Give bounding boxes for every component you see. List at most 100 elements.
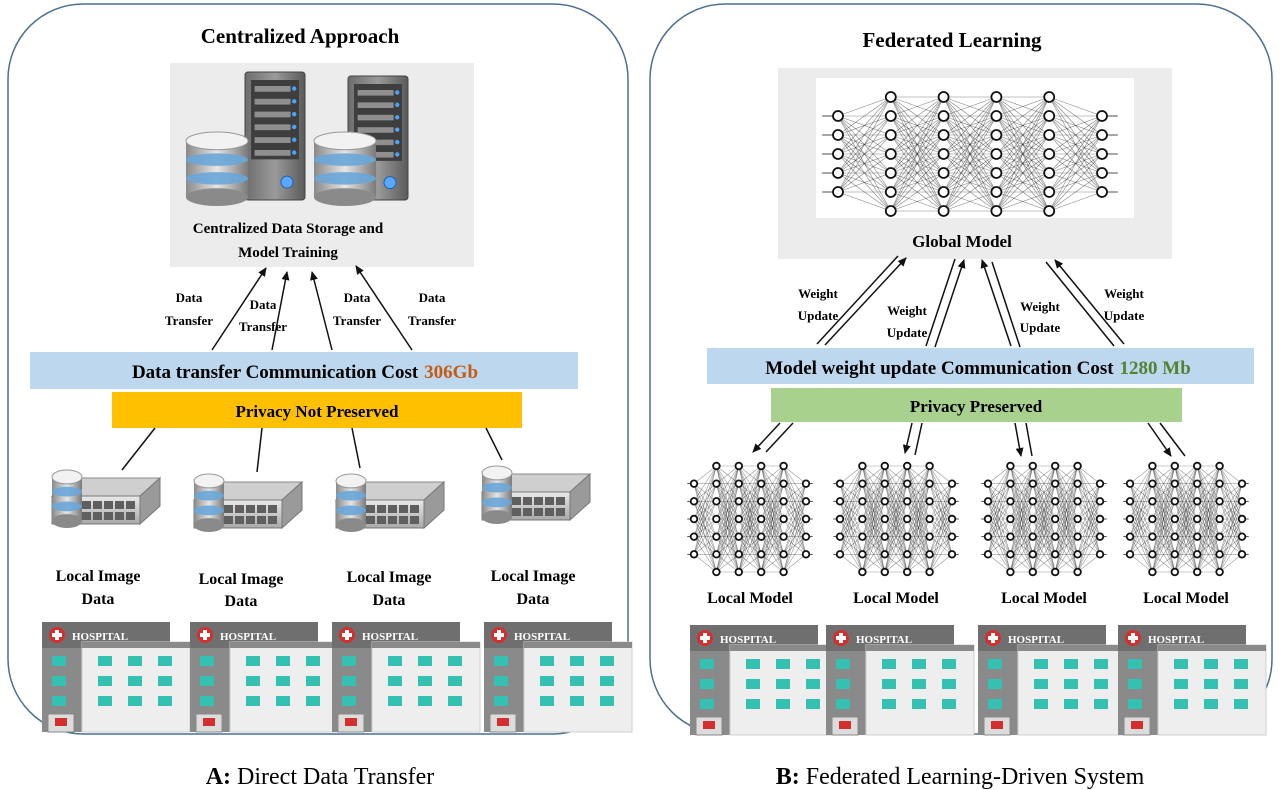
nn-edge	[1219, 518, 1243, 555]
nn-edge	[716, 483, 740, 555]
local-image-label: Data	[225, 593, 258, 610]
cross-h	[1128, 636, 1138, 640]
nn-edge	[1010, 518, 1033, 537]
db-bottom	[314, 188, 376, 206]
nn-edge	[693, 483, 717, 537]
panel-b: Federated Learning Global Model Weight U…	[649, 3, 1273, 790]
nn-edge	[1032, 536, 1056, 555]
nn-edge	[1152, 518, 1176, 573]
neural-network-icon	[1123, 461, 1249, 577]
server-tower-icon	[244, 71, 306, 201]
window	[988, 659, 1002, 669]
window	[1064, 659, 1078, 669]
nn-node	[689, 550, 699, 559]
nn-edge	[1054, 483, 1078, 537]
nn-edge	[716, 518, 740, 555]
nn-edge	[1010, 465, 1034, 555]
nn-edge	[1010, 518, 1034, 573]
nn-edge	[987, 465, 1011, 484]
nn-edge	[783, 518, 807, 537]
site-links-a	[121, 427, 503, 473]
window	[942, 659, 956, 669]
nn-edge	[716, 554, 739, 573]
nn-edge	[862, 465, 886, 555]
nn-edge	[996, 134, 1050, 212]
nn-node	[1125, 532, 1135, 541]
nn-edge	[906, 465, 930, 555]
nn-edge	[693, 501, 717, 537]
nn-edge	[906, 483, 930, 537]
nn-edge	[1054, 501, 1078, 537]
nn-edge	[929, 536, 953, 555]
nn-edge	[1054, 465, 1078, 555]
nn-edge	[1129, 465, 1153, 502]
rack-bay	[366, 516, 375, 524]
nn-node	[1050, 479, 1060, 488]
nn-edge	[1129, 483, 1153, 520]
nn-edge	[783, 465, 807, 502]
nn-edge	[1010, 501, 1034, 537]
nn-edge	[907, 518, 930, 537]
nn-edge	[884, 501, 908, 573]
transfer-label: Data	[344, 290, 371, 305]
nn-edge	[1129, 501, 1153, 520]
nn-edge	[906, 483, 930, 520]
drive-bay	[357, 102, 394, 108]
nn-edge	[884, 518, 908, 573]
nn-node	[1215, 514, 1224, 524]
nn-edge	[1049, 96, 1103, 117]
nn-edge	[862, 465, 886, 537]
nn-edge	[1129, 483, 1153, 537]
hospital-main	[81, 641, 191, 733]
window	[570, 676, 584, 686]
nn-edge	[929, 465, 953, 520]
rack-bay	[556, 508, 565, 516]
nn-edge	[987, 501, 1011, 555]
local-update-arrows	[752, 422, 1186, 457]
nn-node	[832, 129, 844, 141]
nn-edge	[906, 536, 930, 573]
db-band	[52, 501, 82, 512]
nn-edge	[907, 536, 930, 555]
nn-edge	[783, 518, 807, 573]
nn-node	[757, 497, 766, 506]
nn-edge	[884, 554, 908, 573]
nn-edge	[1077, 501, 1101, 555]
nn-edge	[1077, 501, 1101, 555]
nn-edge	[1174, 554, 1198, 573]
nn-edge	[783, 465, 807, 520]
nn-edge	[1054, 465, 1078, 520]
nn-edge	[906, 518, 930, 555]
ambulance	[703, 721, 715, 729]
nn-edge	[996, 96, 1050, 193]
nn-node	[801, 497, 811, 506]
nn-edge	[716, 518, 739, 537]
nn-edge	[1152, 501, 1176, 573]
nn-edge	[1152, 518, 1176, 573]
nn-node	[835, 550, 845, 559]
nn-edge	[1152, 501, 1176, 555]
nn-edge	[839, 501, 863, 555]
nn-node	[801, 550, 811, 559]
nn-node	[734, 461, 743, 471]
nn-edge	[943, 134, 997, 212]
window	[540, 696, 554, 706]
hospital-roof	[730, 645, 838, 651]
nn-edge	[862, 501, 886, 537]
nn-node	[947, 532, 957, 541]
nn-node	[832, 110, 844, 122]
nn-edge	[1032, 465, 1056, 537]
nn-node	[712, 550, 721, 559]
window	[912, 699, 926, 709]
nn-edge	[1219, 501, 1243, 555]
rack-bay	[399, 505, 408, 513]
rack-side	[423, 480, 445, 530]
database-icon	[193, 473, 225, 532]
local-arrow-up	[1025, 422, 1033, 457]
nn-node	[1096, 148, 1108, 160]
nn-edge	[1174, 536, 1198, 573]
cross-h	[342, 633, 352, 637]
nn-edge	[906, 518, 930, 573]
window	[1128, 699, 1142, 709]
nn-edge	[906, 465, 930, 520]
